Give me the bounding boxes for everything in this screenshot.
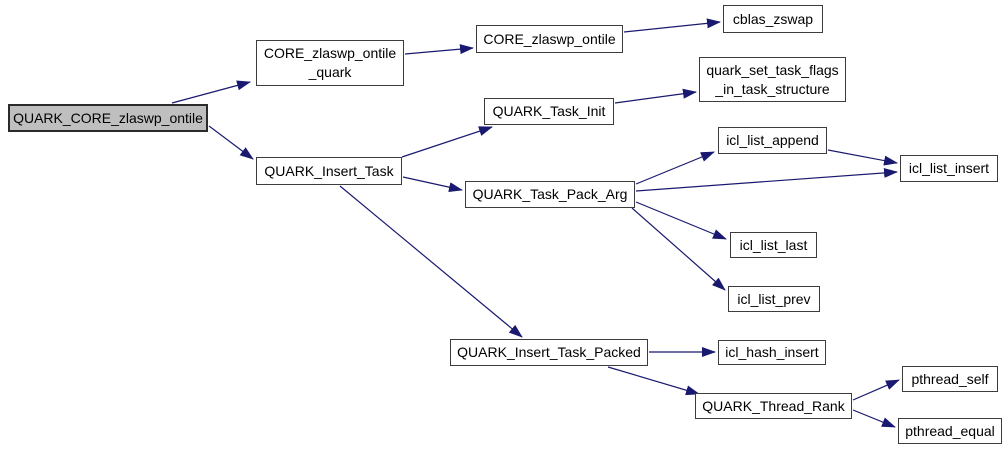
node-icl_list_append[interactable]: icl_list_append: [718, 127, 827, 154]
node-label: icl_list_prev: [737, 290, 811, 307]
node-label: icl_list_insert: [908, 160, 990, 176]
node-QUARK_Insert_Task[interactable]: QUARK_Insert_Task: [256, 157, 402, 185]
edges-group: [171, 18, 900, 428]
node-label: cblas_zswap: [732, 10, 814, 27]
node-QUARK_CORE_zlaswp_ontile: QUARK_CORE_zlaswp_ontile: [8, 104, 208, 132]
node-label: pthread_self: [911, 370, 989, 387]
node-label: QUARK_Insert_Task_Packed: [457, 344, 641, 360]
node-label: quark_set_task_flags: [706, 61, 839, 78]
node-label: _quark: [308, 64, 352, 80]
node-label: pthread_equal: [905, 422, 995, 439]
node-pthread_equal[interactable]: pthread_equal: [898, 418, 1002, 444]
node-label: QUARK_Thread_Rank: [702, 397, 845, 414]
edge-QUARK_Insert_Task-to-QUARK_Task_Pack_Arg: [402, 176, 463, 193]
node-label: QUARK_CORE_zlaswp_ontile: [13, 109, 203, 126]
node-icl_list_last[interactable]: icl_list_last: [730, 232, 817, 258]
edge-QUARK_Task_Pack_Arg-to-icl_list_prev: [631, 207, 726, 291]
edge-QUARK_Insert_Task-to-QUARK_Task_Init: [401, 126, 493, 158]
node-label: CORE_zlaswp_ontile: [483, 30, 616, 47]
node-label: icl_list_last: [739, 236, 808, 253]
node-pthread_self[interactable]: pthread_self: [902, 366, 998, 392]
node-QUARK_Task_Init[interactable]: QUARK_Task_Init: [484, 98, 614, 125]
node-quark_set_task_flags_in_task_structure[interactable]: quark_set_task_flags _in_task_structure: [699, 57, 846, 102]
edge-QUARK_Thread_Rank-to-pthread_equal: [852, 409, 896, 428]
edge-CORE_zlaswp_ontile-to-cblas_zswap: [623, 18, 721, 33]
edge-QUARK_Task_Pack_Arg-to-icl_list_append: [635, 151, 715, 185]
node-icl_list_prev[interactable]: icl_list_prev: [728, 286, 820, 312]
node-icl_hash_insert[interactable]: icl_hash_insert: [718, 340, 826, 365]
node-CORE_zlaswp_ontile[interactable]: CORE_zlaswp_ontile: [476, 25, 623, 53]
node-QUARK_Task_Pack_Arg[interactable]: QUARK_Task_Pack_Arg: [465, 181, 635, 208]
edge-QUARK_CORE_zlaswp_ontile-to-QUARK_Insert_Task: [208, 125, 254, 160]
node-label: icl_list_append: [726, 132, 819, 148]
edge-QUARK_Task_Init-to-quark_set_task_flags_in_task_structure: [614, 88, 697, 104]
node-QUARK_Insert_Task_Packed[interactable]: QUARK_Insert_Task_Packed: [450, 339, 648, 366]
node-label: QUARK_Insert_Task: [264, 162, 394, 179]
edge-QUARK_Insert_Task-to-QUARK_Insert_Task_Packed: [339, 185, 523, 338]
edge-icl_list_append-to-icl_list_insert: [827, 149, 898, 166]
node-cblas_zswap[interactable]: cblas_zswap: [723, 5, 823, 33]
edge-QUARK_CORE_zlaswp_ontile-to-CORE_zlaswp_ontile_quark: [171, 80, 251, 104]
edge-QUARK_Thread_Rank-to-pthread_self: [852, 379, 900, 401]
edge-QUARK_Task_Pack_Arg-to-icl_list_last: [635, 201, 727, 240]
node-label: _in_task_structure: [715, 80, 830, 97]
node-label: QUARK_Task_Init: [492, 103, 606, 119]
edge-QUARK_Insert_Task_Packed-to-QUARK_Thread_Rank: [607, 366, 700, 396]
node-icl_list_insert[interactable]: icl_list_insert: [900, 155, 998, 182]
node-label: QUARK_Task_Pack_Arg: [472, 186, 628, 202]
node-label: icl_hash_insert: [725, 344, 819, 360]
node-CORE_zlaswp_ontile_quark[interactable]: CORE_zlaswp_ontile _quark: [256, 40, 404, 86]
node-label: CORE_zlaswp_ontile: [263, 45, 397, 61]
edge-CORE_zlaswp_ontile_quark-to-CORE_zlaswp_ontile: [404, 44, 474, 55]
edge-QUARK_Task_Pack_Arg-to-icl_list_insert: [635, 167, 898, 192]
node-QUARK_Thread_Rank[interactable]: QUARK_Thread_Rank: [695, 393, 852, 419]
